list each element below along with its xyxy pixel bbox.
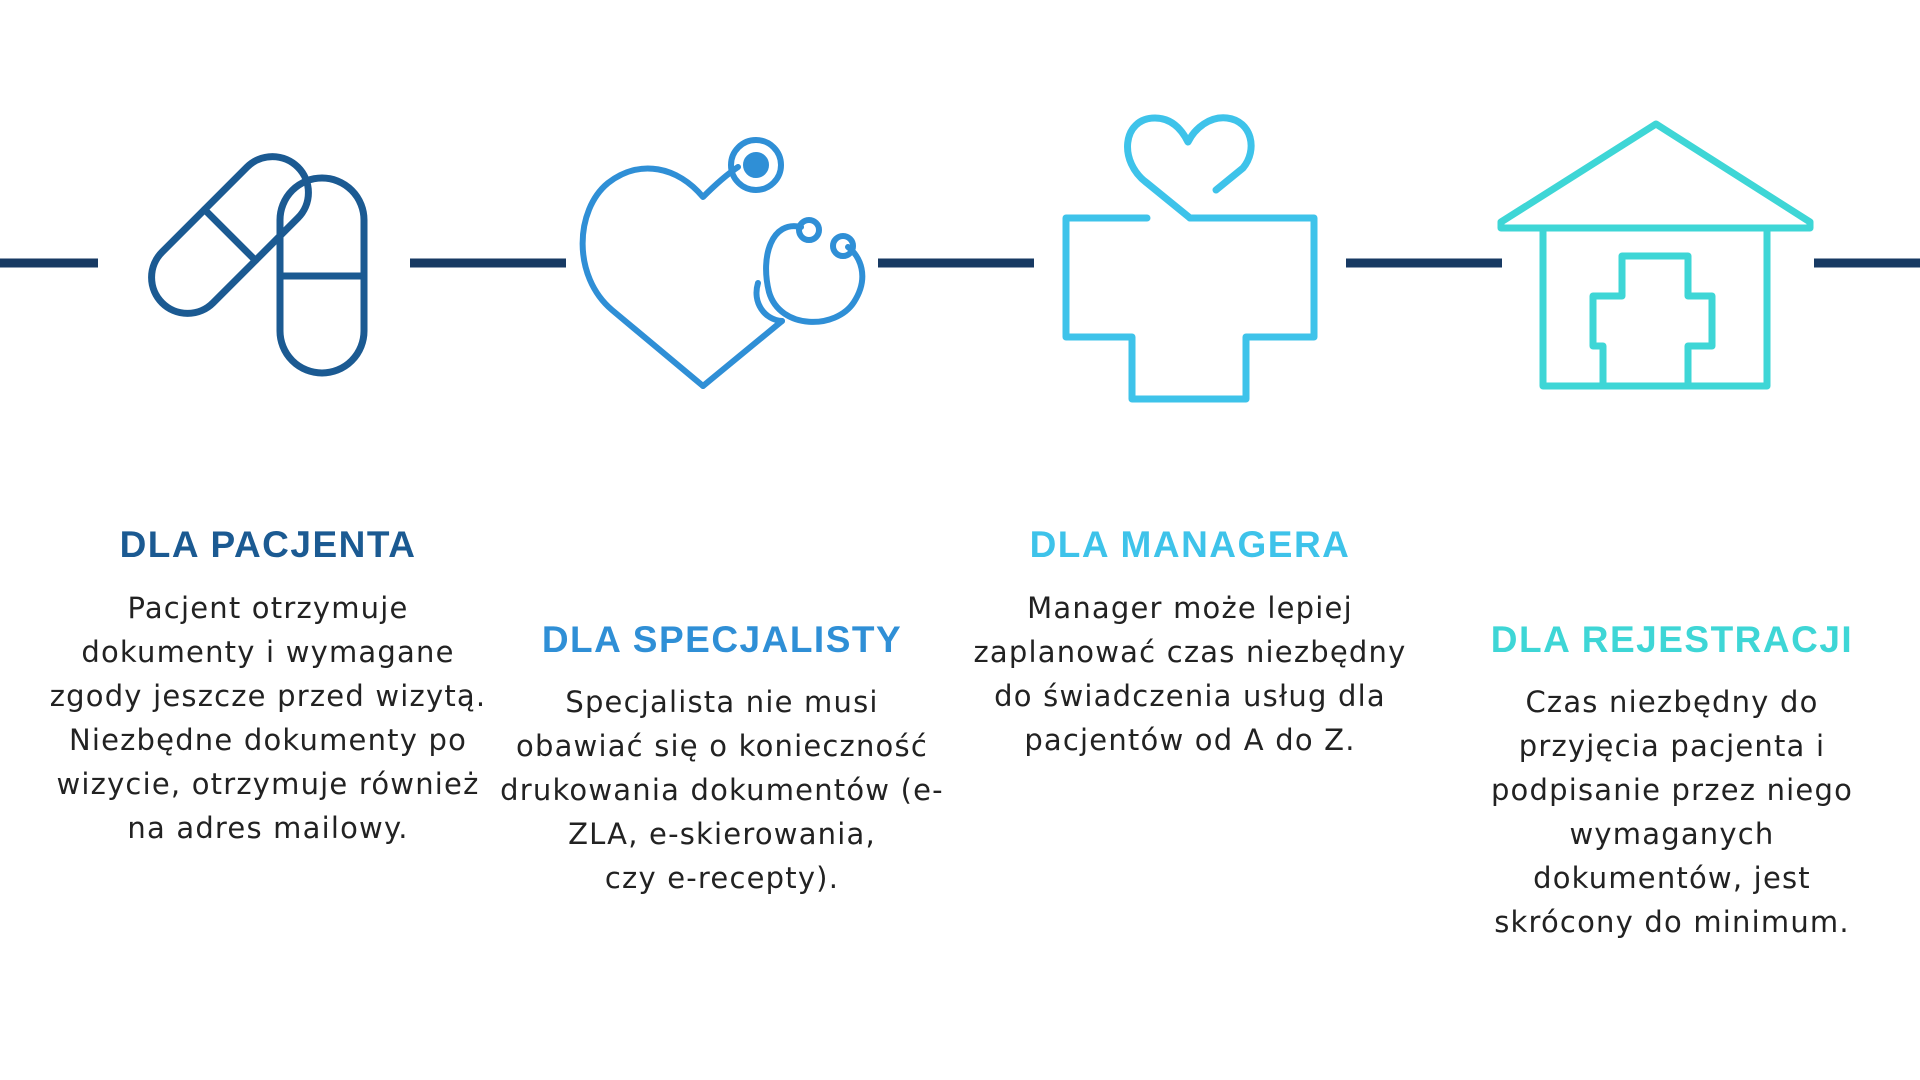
text-dla-specjalisty: Specjalista nie musi obawiać się o konie…	[497, 680, 947, 900]
text-line: przyjęcia pacjenta i	[1518, 729, 1826, 763]
title-dla-specjalisty: DLA SPECJALISTY	[541, 619, 903, 660]
text-dla-pacjenta: Pacjent otrzymuje dokumenty i wymagane z…	[43, 586, 493, 850]
text-line: Specjalista nie musi	[565, 685, 879, 719]
text-line: Pacjent otrzymuje	[127, 591, 409, 625]
text-line: wymaganych	[1569, 817, 1775, 851]
text-line: dokumentów, jest	[1533, 861, 1811, 895]
text-line: Czas niezbędny do	[1525, 685, 1819, 719]
text-line: obawiać się o konieczność	[516, 729, 928, 763]
text-line: ZLA, e-skierowania,	[568, 817, 876, 851]
title-dla-rejestracji: DLA REJESTRACJI	[1490, 619, 1854, 660]
pills-icon	[148, 153, 368, 377]
text-line: skrócony do minimum.	[1494, 905, 1850, 939]
text-line: zgody jeszcze przed wizytą.	[49, 679, 487, 713]
text-line: wizycie, otrzymuje również	[56, 767, 480, 801]
house-cross-icon	[1497, 120, 1814, 390]
title-dla-pacjenta: DLA PACJENTA	[119, 524, 417, 565]
text-dla-rejestracji: Czas niezbędny do przyjęcia pacjenta i p…	[1447, 680, 1897, 944]
heart-stethoscope-icon	[579, 137, 866, 389]
text-line: drukowania dokumentów (e-	[500, 773, 944, 807]
text-line: na adres mailowy.	[127, 811, 409, 845]
text-line: pacjentów od A do Z.	[1024, 723, 1356, 757]
medical-cross-heart-icon	[1062, 114, 1318, 403]
text-line: dokumenty i wymagane	[81, 635, 455, 669]
text-line: czy e-recepty).	[604, 861, 840, 895]
text-line: zaplanować czas niezbędny	[973, 635, 1407, 669]
title-dla-managera: DLA MANAGERA	[1029, 524, 1351, 565]
text-dla-managera: Manager może lepiej zaplanować czas niez…	[965, 586, 1415, 762]
text-line: podpisanie przez niego	[1490, 773, 1854, 807]
text-line: Manager może lepiej	[1027, 591, 1353, 625]
text-line: Niezbędne dokumenty po	[68, 723, 468, 757]
text-line: do świadczenia usług dla	[994, 679, 1386, 713]
